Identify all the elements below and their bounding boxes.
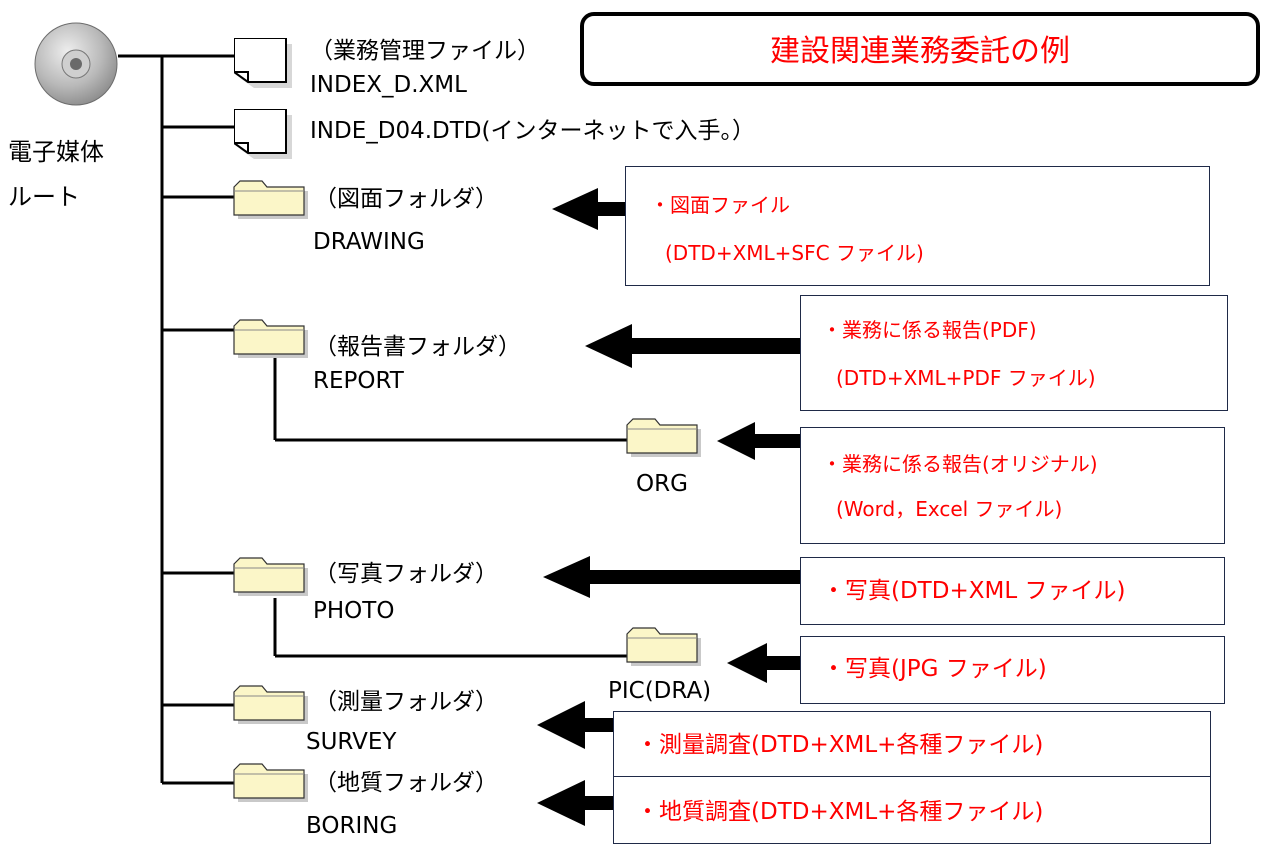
note-box-drawing — [625, 166, 1210, 286]
file-icon — [234, 38, 292, 88]
arrow-survey — [537, 701, 613, 749]
folder-icon — [233, 685, 308, 724]
arrow-pic — [727, 643, 800, 683]
note-box-boring — [613, 776, 1211, 844]
folder-caption-drawing: （図面フォルダ） — [314, 186, 498, 212]
note-drawing-line1: ・図面ファイル — [650, 193, 790, 217]
note-boring-line1: ・地質調査(DTD+XML+各種ファイル) — [636, 799, 1044, 825]
file-name-index: INDEX_D.XML — [310, 72, 467, 98]
folder-caption-photo: （写真フォルダ） — [314, 561, 498, 587]
arrow-drawing — [552, 188, 625, 230]
file-caption-index: （業務管理ファイル） — [310, 38, 540, 64]
note-box-report — [800, 295, 1228, 411]
folder-name-photo: PHOTO — [313, 598, 395, 624]
note-drawing-line2: (DTD+XML+SFC ファイル) — [665, 241, 924, 265]
title-box: 建設関連業務委託の例 — [580, 12, 1260, 86]
folder-name-org: ORG — [636, 471, 688, 497]
folder-icon — [233, 763, 308, 802]
arrow-boring — [537, 780, 613, 826]
arrows — [537, 188, 800, 826]
diagram-title: 建設関連業務委託の例 — [770, 34, 1070, 69]
folder-caption-boring: （地質フォルダ） — [314, 770, 498, 796]
arrow-photo — [543, 556, 800, 598]
note-survey-line1: ・測量調査(DTD+XML+各種ファイル) — [636, 732, 1044, 758]
note-report-line2: (DTD+XML+PDF ファイル) — [836, 366, 1096, 390]
root-label-line2: ルート — [8, 183, 80, 211]
folder-caption-report: （報告書フォルダ） — [314, 334, 521, 360]
note-box-photo — [800, 557, 1225, 625]
folder-icon — [626, 418, 701, 457]
cd-disc-icon — [34, 22, 118, 106]
root-label-line1: 電子媒体 — [8, 138, 104, 166]
note-box-pic — [800, 636, 1225, 704]
file-icon — [234, 109, 292, 159]
note-org-line2: (Word，Excel ファイル) — [836, 497, 1063, 521]
file-name-dtd: INDE_D04.DTD(インターネットで入手。） — [310, 118, 755, 144]
folder-name-report: REPORT — [313, 368, 404, 394]
folder-icon — [233, 557, 308, 596]
arrow-org — [717, 422, 800, 460]
folder-caption-survey: （測量フォルダ） — [314, 689, 498, 715]
folder-name-pic: PIC(DRA) — [608, 678, 712, 704]
note-report-line1: ・業務に係る報告(PDF) — [822, 318, 1037, 342]
folder-icon — [233, 319, 308, 358]
folder-icon — [233, 180, 308, 219]
note-pic-line1: ・写真(JPG ファイル) — [822, 656, 1047, 682]
folder-name-drawing: DRAWING — [313, 229, 425, 255]
note-photo-line1: ・写真(DTD+XML ファイル) — [822, 578, 1126, 604]
folder-icon — [626, 627, 701, 666]
note-box-org — [800, 427, 1225, 544]
folder-name-survey: SURVEY — [306, 729, 397, 755]
folder-name-boring: BORING — [306, 813, 398, 839]
note-org-line1: ・業務に係る報告(オリジナル) — [822, 452, 1098, 476]
arrow-report — [585, 324, 800, 368]
